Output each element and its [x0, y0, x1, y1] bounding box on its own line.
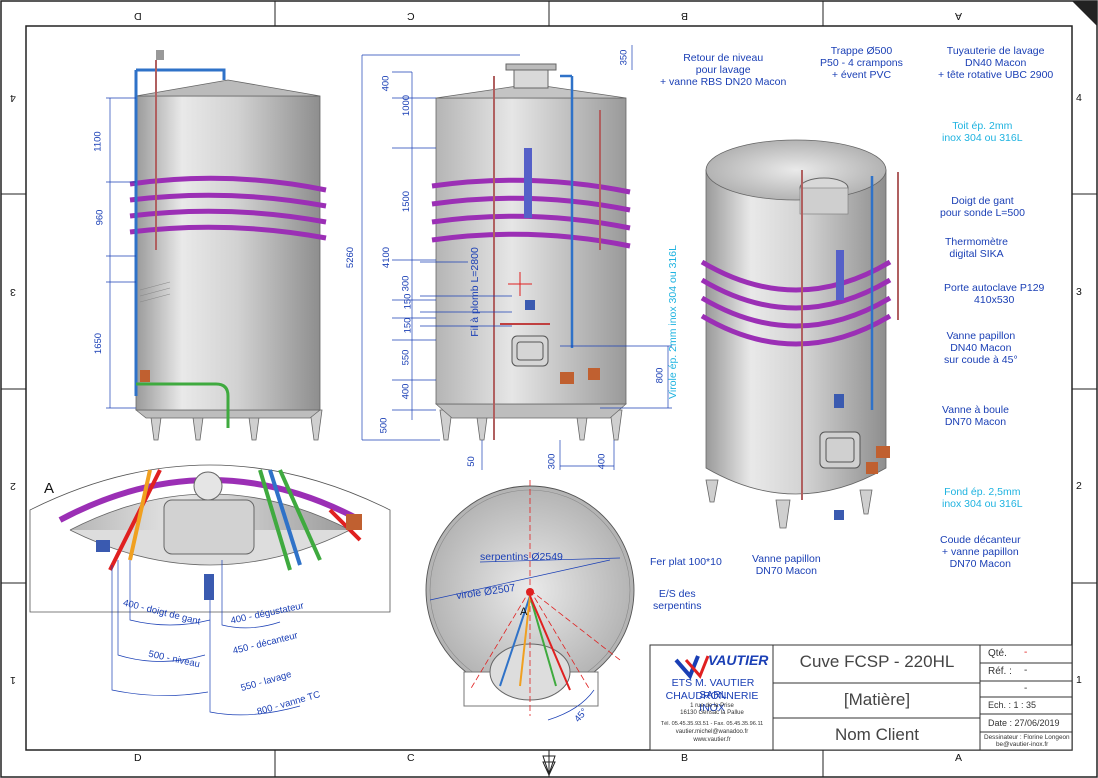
ref-label: Réf. : [988, 666, 1012, 677]
zone-left-1: 1 [10, 674, 16, 686]
dim-300-bottom: 300 [546, 453, 558, 470]
zone-bottom-c: C [407, 752, 415, 764]
side-view-left [106, 50, 327, 441]
top-view-circle [425, 480, 635, 721]
material-field: [Matière] [843, 690, 911, 709]
callout-trappe: Trappe Ø500 P50 - 4 crampons + évent PVC [820, 45, 903, 81]
callout-retour-niveau: Retour de niveau pour lavage + vanne RBS… [660, 52, 787, 88]
callout-fil-a-plomb: Fil à plomb L=2800 [468, 247, 481, 337]
dim-400-mid: 400 [400, 383, 412, 400]
label-serpentins-diameter: serpentins Ø2549 [480, 551, 563, 563]
callout-fer-plat: Fer plat 100*10 [650, 556, 722, 568]
dim-50: 50 [465, 456, 477, 467]
dim-4100: 4100 [381, 246, 393, 269]
company-name: ETS M. VAUTIER SARL [671, 677, 755, 701]
company-address-2: 16130 Gensac la Pallue [680, 710, 744, 716]
dim-5260: 5260 [345, 246, 357, 269]
zone-bottom-b: B [681, 752, 689, 764]
front-view-center [361, 45, 672, 470]
zone-bottom-a: A [955, 752, 963, 764]
callout-es-serpentins: E/S des serpentins [653, 588, 702, 612]
callout-virole: Virole ép. 2mm inox 304 ou 316L [666, 245, 679, 399]
dim-150-b: 150 [402, 317, 414, 334]
qty-value: - [1024, 647, 1028, 658]
dim-800: 800 [654, 367, 666, 384]
callout-vanne-papillon-dn40: Vanne papillon DN40 Macon sur coude à 45… [944, 330, 1018, 366]
dim-300: 300 [400, 275, 412, 292]
dim-150-a: 150 [402, 293, 414, 310]
iso-view-right [700, 139, 899, 529]
callout-fond: Fond ép. 2,5mm inox 304 ou 316L [942, 486, 1023, 510]
title-block-frame [649, 644, 1073, 751]
zone-top-c: C [407, 10, 415, 22]
dim-1650: 1650 [93, 332, 105, 355]
scale-field: Ech. : 1 : 35 [988, 700, 1037, 710]
qty-label: Qté. [988, 648, 1007, 659]
drawing-title: Cuve FCSP - 220HL [799, 652, 955, 671]
drafter-field: Dessinateur : Florine Longeon [984, 734, 1070, 741]
section-a-marker: A [520, 606, 528, 618]
dim-400-bottom: 400 [596, 453, 608, 470]
dim-1100: 1100 [92, 131, 104, 152]
section-a-view [29, 464, 391, 716]
company-phone: Tél. 05.45.35.93.51 - Fax. 05.45.35.96.1… [660, 721, 764, 727]
zone-left-2: 2 [10, 480, 16, 492]
callout-porte-autoclave: Porte autoclave P129 410x530 [944, 282, 1045, 306]
dim-350: 350 [618, 49, 630, 66]
drafter-email: be@vautier-inox.fr [996, 741, 1049, 748]
callout-tuyauterie-lavage: Tuyauterie de lavage DN40 Macon + tête r… [938, 45, 1054, 81]
vautier-logo [674, 655, 710, 680]
dim-960: 960 [94, 209, 106, 226]
zone-left-3: 3 [10, 286, 16, 298]
zone-right-4: 4 [1076, 92, 1082, 104]
company-trade: CHAUDRONNERIE INOX [665, 690, 759, 714]
zone-right-1: 1 [1076, 674, 1082, 686]
callout-doigt-de-gant: Doigt de gant pour sonde L=500 [940, 195, 1025, 219]
callout-vanne-papillon-dn70: Vanne papillon DN70 Macon [752, 553, 821, 577]
callout-coude-decanteur: Coude décanteur + vanne papillon DN70 Ma… [940, 534, 1021, 570]
dim-1500: 1500 [401, 190, 413, 213]
company-email: vautier.michel@wanadoo.fr [675, 729, 749, 735]
zone-left-4: 4 [10, 92, 16, 104]
dim-1000: 1000 [401, 94, 413, 117]
zone-top-a: A [955, 10, 963, 22]
callout-vanne-a-boule: Vanne à boule DN70 Macon [942, 404, 1009, 428]
blank-value: - [1024, 683, 1028, 694]
section-a-label: A [44, 480, 55, 497]
zone-right-3: 3 [1076, 286, 1082, 298]
client-field: Nom Client [834, 725, 920, 744]
zone-bottom-d: D [134, 752, 142, 764]
callout-toit: Toit ép. 2mm inox 304 ou 316L [942, 120, 1023, 144]
date-field: Date : 27/06/2019 [988, 718, 1060, 728]
company-website: www.vautier.fr [693, 737, 731, 743]
company-address-1: 1 rue de la Prise [690, 703, 734, 709]
brand-name: VAUTIER [708, 652, 769, 668]
dim-500: 500 [378, 417, 390, 434]
zone-top-d: D [134, 10, 142, 22]
zone-right-2: 2 [1076, 480, 1082, 492]
callout-thermometre: Thermomètre digital SIKA [945, 236, 1009, 260]
zone-top-b: B [681, 10, 689, 22]
ref-value: - [1024, 665, 1028, 676]
dim-400-top: 400 [380, 75, 392, 92]
dim-550: 550 [400, 349, 412, 366]
